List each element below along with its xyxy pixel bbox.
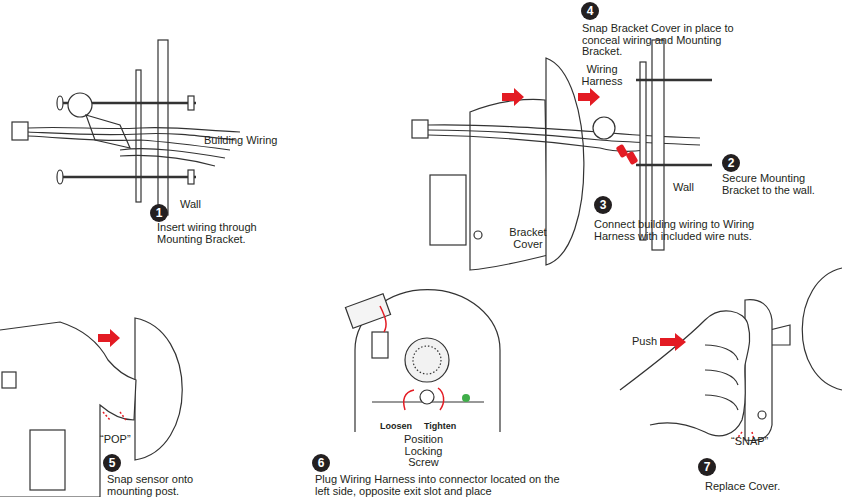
annotation-text: Tighten [424,422,469,432]
annotation-text: Snap sensor onto mounting post. [107,474,217,497]
building-wires [28,127,240,166]
harness-connector [372,332,388,358]
screw-hole [474,231,482,239]
step-number: 3 [600,198,607,212]
screw [62,176,196,179]
callout-number: 6 [312,454,330,472]
annotation-text: Loosen [380,422,425,432]
snap-mark [120,412,126,420]
sensor-body [745,300,772,441]
direction-arrow [98,329,120,347]
snap-mark [103,412,110,420]
bracket-cover [802,268,842,390]
callout-number: 4 [581,2,599,20]
mounting-bracket [136,70,141,202]
harness-plug [345,294,390,328]
callout-number: 1 [150,204,168,222]
bracket-cover [546,58,584,265]
step-number: 1 [156,206,163,220]
screw-hole [758,411,766,419]
screw [636,79,712,82]
callout-number: 2 [722,154,740,172]
direction-arrow [660,333,686,351]
ball-joint [68,93,92,117]
lens-dots [413,346,441,374]
mounting-post [86,115,130,148]
locking-screw [420,390,434,404]
annotation-text: Wall [673,182,713,194]
annotation-text: “SNAP” [731,436,791,448]
annotation-text: Wiring Harness [572,64,632,87]
annotation-text: Secure Mounting Bracket to the wall. [722,173,842,196]
annotation-text: Building Wiring [204,135,304,147]
step-number: 4 [587,4,594,18]
screw-head [57,96,63,110]
annotation-text: Insert wiring through Mounting Bracket. [157,222,282,245]
indicator-led [462,394,470,402]
sensor-lens [405,338,449,382]
callout-number: 7 [698,458,716,476]
annotation-text: Plug Wiring Harness into connector locat… [315,474,565,497]
step-number: 7 [704,460,711,474]
ball-joint [593,117,615,139]
annotation-text: Bracket Cover [503,227,553,250]
insert-arrow [380,306,386,332]
battery-box [430,175,466,245]
direction-arrow [502,88,524,106]
knob [412,120,428,138]
annotation-text: Position Locking Screw [396,434,451,469]
anchor [188,170,194,184]
annotation-text: Replace Cover. [705,481,805,493]
battery-box [30,430,65,490]
callout-number: 5 [103,454,121,472]
hand [620,311,750,436]
step-number: 6 [318,456,325,470]
step-number: 5 [109,456,116,470]
knob [12,122,28,140]
wire-nut [626,151,639,165]
annotation-text: Snap Bracket Cover in place to conceal w… [582,23,747,58]
annotation-text: Connect building wiring to Wiring Harnes… [594,219,764,242]
step-number: 2 [728,156,735,170]
fingers [705,345,738,410]
annotation-text: Wall [180,199,220,211]
loosen-arrow [404,390,414,410]
callout-number: 3 [594,196,612,214]
mounting-bracket [640,62,646,240]
direction-arrow [578,88,600,106]
annotation-text: “POP” [100,434,150,446]
knob [2,372,16,388]
annotation-text: Push [632,336,672,348]
sensor-body [0,322,136,497]
screw [636,164,712,167]
screw-head [57,170,63,184]
bracket-cover [135,318,182,460]
anchor [188,96,194,110]
tighten-arrow [438,388,444,410]
